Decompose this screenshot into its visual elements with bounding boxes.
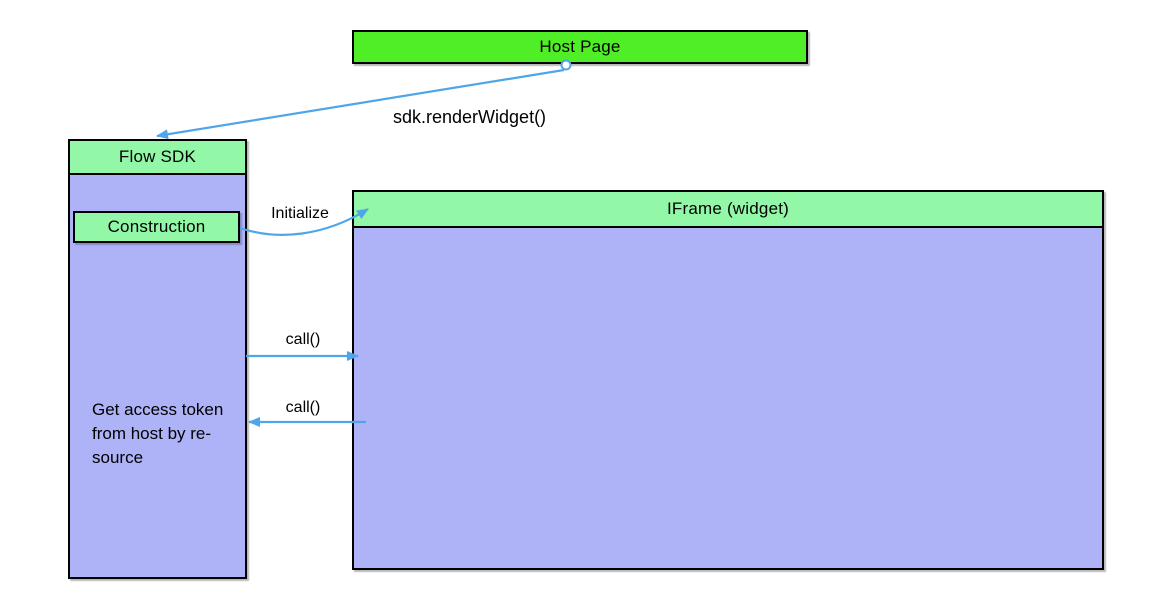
construction-label: Construction [107, 217, 206, 236]
iframe-widget-title: IFrame (widget) [666, 199, 790, 218]
iframe-widget-body [354, 228, 1102, 568]
note-line: source [92, 448, 144, 467]
flow-sdk-node: Flow SDK [68, 139, 247, 579]
construction-node: Construction [73, 211, 240, 243]
call-to-sdk-edge-label: call() [285, 399, 321, 416]
flow-sdk-header: Flow SDK [70, 141, 245, 175]
render-widget-edge-label: sdk.renderWidget() [393, 107, 547, 127]
host-page-node: Host Page [352, 30, 808, 64]
iframe-widget-header: IFrame (widget) [354, 192, 1102, 228]
iframe-widget-node: IFrame (widget) [352, 190, 1104, 570]
initialize-edge-label: Initialize [271, 205, 329, 222]
flow-sdk-title: Flow SDK [118, 147, 197, 166]
host-page-label: Host Page [539, 37, 621, 56]
call-to-iframe-edge-label: call() [285, 331, 321, 348]
get-access-token-note: Get access token from host by re- source [92, 398, 242, 470]
note-line: from host by re- [92, 424, 212, 443]
note-line: Get access token [92, 400, 224, 419]
